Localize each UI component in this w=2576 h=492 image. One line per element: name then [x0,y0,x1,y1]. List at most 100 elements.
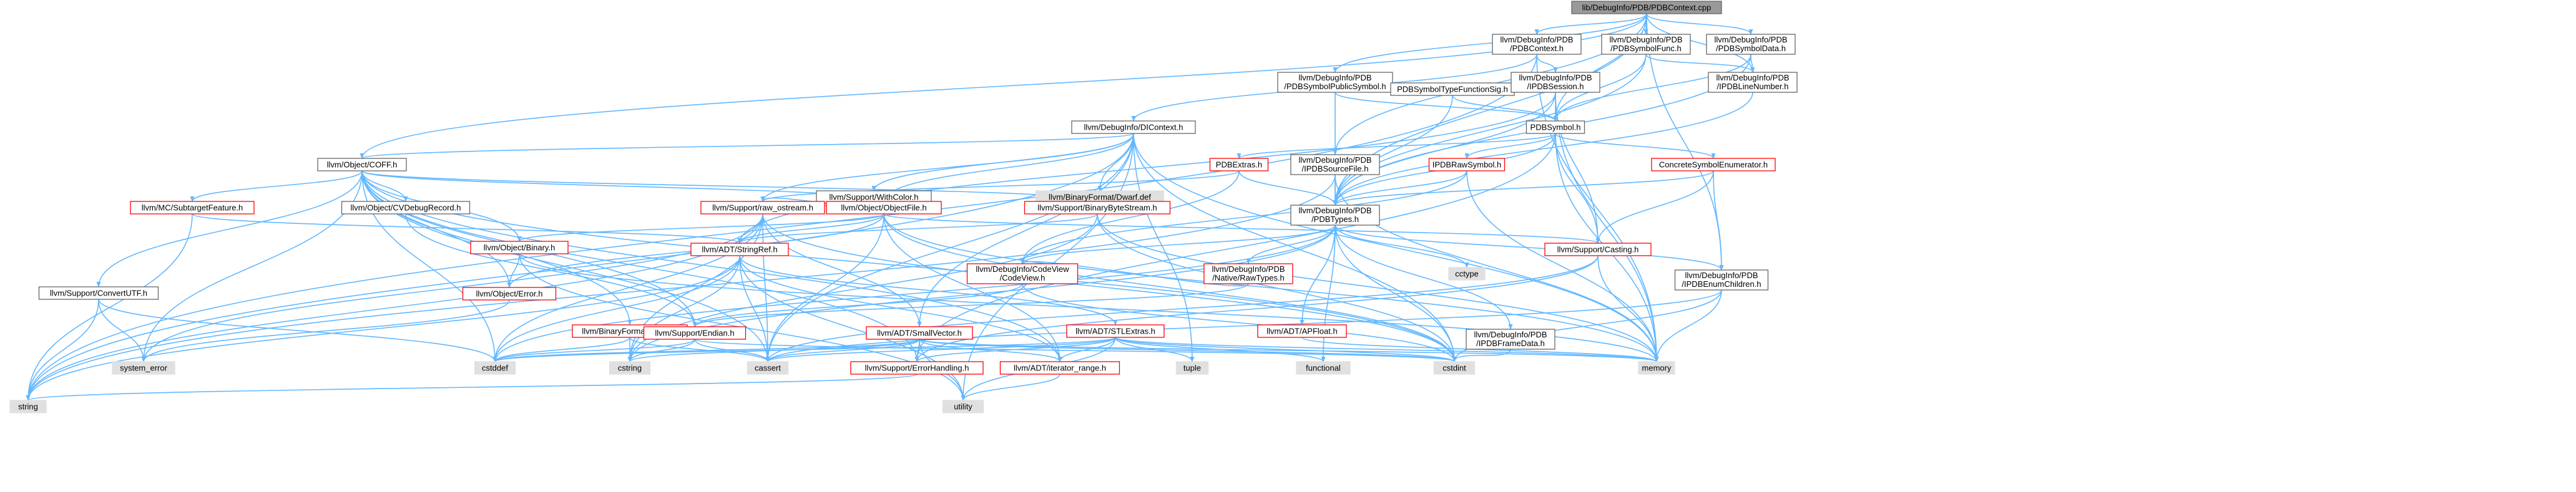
node-string[interactable]: string [9,400,47,413]
node-ObjectCOFF[interactable]: llvm/Object/COFF.h [317,158,407,171]
edge-raw_ostream-to-cassert [762,213,770,362]
node-ConvertUTF[interactable]: llvm/Support/ConvertUTF.h [38,286,159,300]
node-PDBSymbolData[interactable]: llvm/DebugInfo/PDB/PDBSymbolData.h [1706,34,1796,55]
node-label: PDBSymbol.h [1530,123,1581,132]
node-label: memory [1642,364,1672,373]
node-tuple[interactable]: tuple [1175,361,1209,375]
node-IPDBSourceFile[interactable]: llvm/DebugInfo/PDB/IPDBSourceFile.h [1290,154,1380,175]
node-IPDBSession[interactable]: llvm/DebugInfo/PDB/IPDBSession.h [1511,72,1600,93]
node-IPDBRawSymbol[interactable]: IPDBRawSymbol.h [1428,158,1506,171]
node-ObjectError[interactable]: llvm/Object/Error.h [462,287,557,301]
node-label: /IPDBLineNumber.h [1717,82,1789,91]
node-ErrorHandling[interactable]: llvm/Support/ErrorHandling.h [850,361,984,375]
node-label: /IPDBSession.h [1527,82,1584,91]
edge-PDBTypes-to-cstddef [492,224,1336,362]
node-memory[interactable]: memory [1638,361,1675,375]
edge-ObjectCOFF-to-ObjectFile [361,170,886,202]
node-cstdint[interactable]: cstdint [1433,361,1476,375]
node-ConcreteSymbolEnumerator[interactable]: ConcreteSymbolEnumerator.h [1651,158,1776,171]
node-label: /PDBSymbolFunc.h [1610,44,1681,53]
node-CVDebugRecord[interactable]: llvm/Object/CVDebugRecord.h [341,201,471,215]
node-box [1601,34,1691,55]
node-cstring[interactable]: cstring [609,361,651,375]
node-utility[interactable]: utility [942,400,984,413]
node-ObjectFile[interactable]: llvm/Object/ObjectFile.h [826,201,942,215]
edge-IPDBRawSymbol-to-PDBTypes [1333,170,1467,206]
node-DIContext[interactable]: llvm/DebugInfo/DIContext.h [1071,120,1196,134]
edge-ConvertUTF-to-string [26,299,99,401]
edge-root-to-PDBContext_h [1534,13,1647,35]
node-label: llvm/ADT/STLExtras.h [1075,327,1155,336]
node-label: llvm/DebugInfo/PDB [1609,35,1682,44]
node-label: cctype [1455,269,1479,279]
node-PDBSymbolFunc[interactable]: llvm/DebugInfo/PDB/PDBSymbolFunc.h [1601,34,1691,55]
node-STLExtras[interactable]: llvm/ADT/STLExtras.h [1066,324,1165,338]
node-iterator_range[interactable]: llvm/ADT/iterator_range.h [999,361,1120,375]
node-CodeView[interactable]: llvm/DebugInfo/CodeView/CodeView.h [966,263,1079,284]
node-box [866,326,973,340]
edge-ObjectBinary-to-memory [519,253,1659,362]
edge-SmallVector-to-memory [919,339,1659,362]
node-box [1290,205,1380,226]
edge-PDBTypes-to-cctype [1335,224,1469,268]
node-ObjectBinary[interactable]: llvm/Object/Binary.h [470,241,569,254]
edge-STLExtras-to-memory [1115,337,1659,362]
edge-NativeRawTypes-to-Endian [692,283,1249,327]
node-MCSubtargetFeature[interactable]: llvm/MC/SubtargetFeature.h [130,201,255,215]
node-box [1706,34,1796,55]
node-box [470,241,569,254]
node-box [474,361,516,375]
node-label: llvm/DebugInfo/PDB [1212,264,1285,274]
node-box [1448,267,1486,281]
edge-ObjectFile-to-memory [883,213,1659,362]
node-label: llvm/Support/raw_ostream.h [712,203,813,213]
edge-PDBExtras-to-raw_ostream [760,170,1240,202]
edge-PDBExtras-to-PDBTypes [1238,170,1338,206]
node-cassert[interactable]: cassert [747,361,789,375]
node-raw_ostream[interactable]: llvm/Support/raw_ostream.h [700,201,825,215]
node-IPDBFrameData[interactable]: llvm/DebugInfo/PDB/IPDBFrameData.h [1466,329,1555,350]
edge-IPDBSession-to-Casting [1555,92,1600,244]
node-Dwarf_def[interactable]: llvm/BinaryFormat/Dwarf.def [1035,190,1165,204]
node-label: /PDBContext.h [1510,44,1564,53]
edge-PDBTypes-to-IPDBFrameData [1335,224,1513,330]
node-SmallVector[interactable]: llvm/ADT/SmallVector.h [866,326,973,340]
node-BinaryByteStream[interactable]: llvm/Support/BinaryByteStream.h [1024,201,1171,215]
node-StringRef[interactable]: llvm/ADT/StringRef.h [690,243,789,256]
node-box [1290,154,1380,175]
node-Endian[interactable]: llvm/Support/Endian.h [643,326,747,340]
edge-MCSubtargetFeature-to-StringRef [192,213,742,244]
node-label: llvm/DebugInfo/PDB [1298,155,1371,165]
node-PDBSymbolTypeFunctionSig[interactable]: PDBSymbolTypeFunctionSig.h [1390,82,1515,96]
node-box [942,400,984,413]
node-cctype[interactable]: cctype [1448,267,1486,281]
node-Casting[interactable]: llvm/Support/Casting.h [1544,243,1652,256]
node-APFloat[interactable]: llvm/ADT/APFloat.h [1257,324,1347,338]
node-root[interactable]: lib/DebugInfo/PDB/PDBContext.cpp [1571,1,1722,14]
node-IPDBEnumChildren[interactable]: llvm/DebugInfo/PDB/IPDBEnumChildren.h [1674,269,1769,291]
node-label: llvm/Support/WithColor.h [829,193,918,202]
node-box [643,326,747,340]
edge-ObjectFile-to-ObjectBinary [517,213,884,242]
node-label: PDBSymbolTypeFunctionSig.h [1397,85,1508,94]
node-PDBExtras[interactable]: PDBExtras.h [1209,158,1269,171]
node-system_error[interactable]: system_error [112,361,175,375]
node-box [1257,324,1347,338]
node-NativeRawTypes[interactable]: llvm/DebugInfo/PDB/Native/RawTypes.h [1203,263,1293,284]
node-box [341,201,471,215]
edge-ObjectError-to-system_error [141,299,510,362]
node-PDBTypes[interactable]: llvm/DebugInfo/PDB/PDBTypes.h [1290,205,1380,226]
edge-raw_ostream-to-system_error [141,213,763,362]
node-functional[interactable]: functional [1296,361,1351,375]
node-IPDBLineNumber[interactable]: llvm/DebugInfo/PDB/IPDBLineNumber.h [1708,72,1798,93]
node-PDBSymbolPublicSymbol[interactable]: llvm/DebugInfo/PDB/PDBSymbolPublicSymbol… [1277,72,1393,93]
node-box [1433,361,1476,375]
node-box [112,361,175,375]
node-label: llvm/Object/CVDebugRecord.h [350,203,461,213]
node-PDBSymbol[interactable]: PDBSymbol.h [1526,120,1585,134]
node-PDBContext_h[interactable]: llvm/DebugInfo/PDB/PDBContext.h [1492,34,1582,55]
node-cstddef[interactable]: cstddef [474,361,516,375]
node-label: IPDBRawSymbol.h [1432,160,1502,170]
edge-SmallVector-to-iterator_range [919,339,1062,362]
